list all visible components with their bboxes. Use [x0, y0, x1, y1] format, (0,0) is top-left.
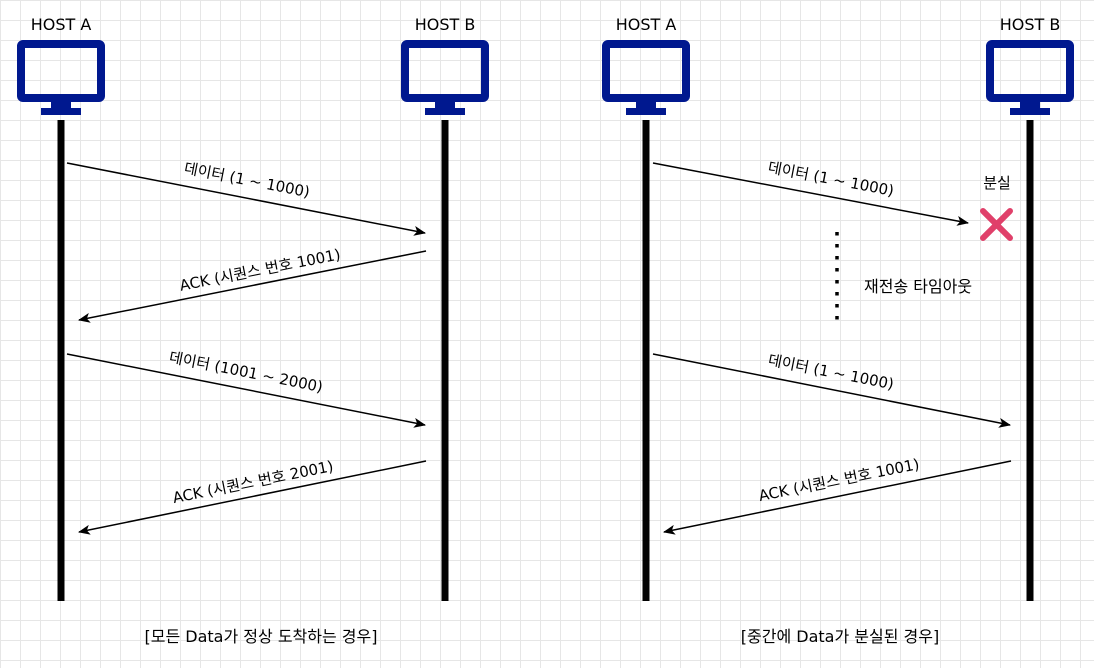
right-caption: [중간에 Data가 분실된 경우] — [741, 627, 939, 646]
left-ack-arrow-2 — [78, 460, 427, 535]
right-host-a-label: HOST A — [616, 15, 677, 34]
left-caption: [모든 Data가 정상 도착하는 경우] — [145, 627, 378, 646]
lost-packet-diagram: HOST A HOST B 데이터 (1 ~ 1000) 분실 재전송 타임아웃… — [602, 15, 1074, 646]
left-data-arrow-1 — [66, 162, 426, 236]
left-ack-arrow-1 — [78, 250, 427, 323]
right-message-label-2: 데이터 (1 ~ 1000) — [767, 351, 896, 393]
right-lost-data-arrow — [652, 162, 969, 226]
right-message-label-1: 데이터 (1 ~ 1000) — [767, 158, 896, 200]
left-data-arrow-2 — [66, 353, 426, 428]
right-retransmit-data-arrow — [652, 353, 1011, 428]
monitor-icon — [401, 40, 489, 115]
monitor-icon — [602, 40, 690, 115]
left-message-label-2: ACK (시퀀스 번호 1001) — [178, 245, 342, 294]
timeout-label: 재전송 타임아웃 — [864, 277, 972, 296]
left-host-b-label: HOST B — [415, 15, 476, 34]
lost-label: 분실 — [983, 174, 1011, 192]
monitor-icon — [986, 40, 1074, 115]
right-host-b-label: HOST B — [1000, 15, 1061, 34]
right-message-label-3: ACK (시퀀스 번호 1001) — [757, 455, 921, 505]
right-ack-arrow — [663, 460, 1012, 535]
left-message-label-4: ACK (시퀀스 번호 2001) — [171, 457, 335, 507]
left-message-label-1: 데이터 (1 ~ 1000) — [183, 159, 312, 201]
cross-icon — [980, 208, 1013, 241]
normal-delivery-diagram: HOST A HOST B 데이터 (1 ~ 1000) ACK (시퀀스 번호… — [17, 15, 489, 646]
monitor-icon — [17, 40, 105, 115]
left-host-a-label: HOST A — [31, 15, 92, 34]
